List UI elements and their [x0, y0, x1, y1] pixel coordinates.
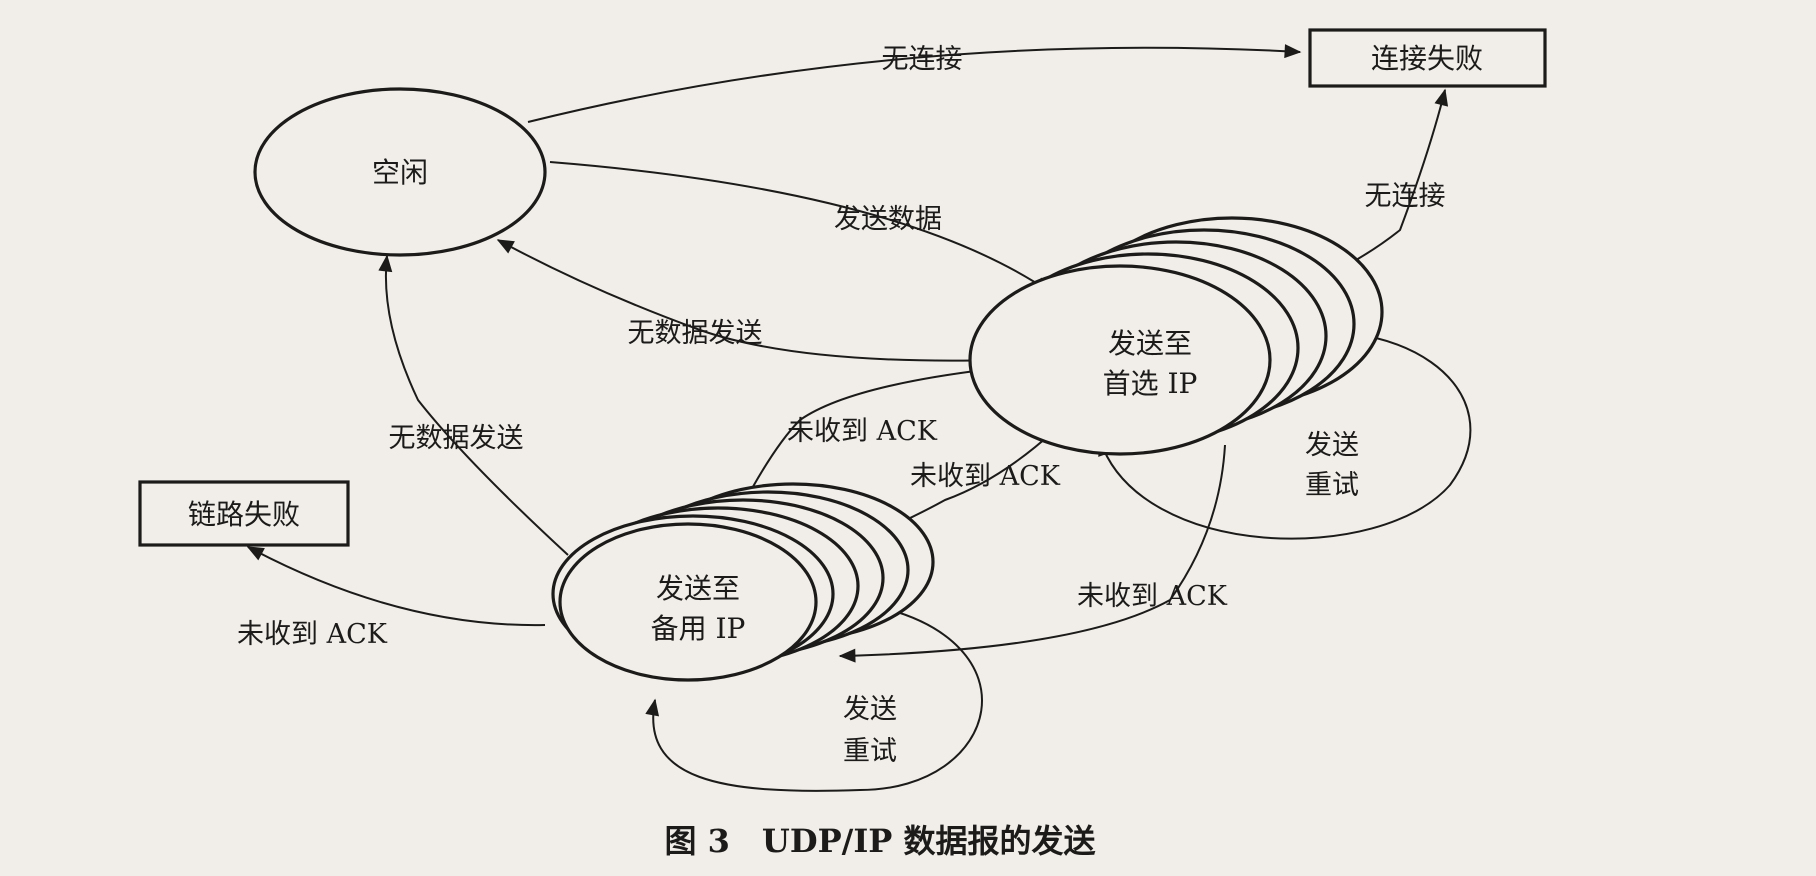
backup-retry-loop: [645, 604, 983, 792]
figure-caption: 图 3 UDP/IP 数据报的发送: [665, 822, 1096, 860]
label-backup-retry-line1: 发送: [843, 694, 897, 725]
node-primary-label-line1: 发送至: [1108, 327, 1192, 360]
label-idle-to-primary: 发送数据: [834, 204, 942, 235]
node-backup-label-line1: 发送至: [656, 572, 740, 605]
label-primary-loop-to-backup: 未收到 ACK: [1077, 581, 1228, 612]
label-backup-to-idle: 无数据发送: [389, 423, 524, 454]
node-link-fail: 链路失败: [138, 480, 350, 547]
label-backup-to-primary: 未收到 ACK: [787, 416, 938, 447]
node-idle: 空闲: [253, 87, 547, 257]
node-conn-fail: 连接失败: [1308, 28, 1547, 88]
edge-primary-to-idle: [496, 239, 1001, 362]
label-primary-retry-line2: 重试: [1305, 470, 1359, 501]
node-conn-fail-label: 连接失败: [1371, 42, 1483, 75]
edge-backup-to-primary: [729, 362, 1002, 531]
edge-backup-to-linkfail: [246, 546, 546, 627]
label-primary-to-connfail: 无连接: [1365, 181, 1446, 212]
node-backup: 发送至 备用 IP: [551, 482, 935, 682]
label-backup-to-linkfail: 未收到 ACK: [237, 619, 388, 650]
label-primary-to-backup: 未收到 ACK: [910, 461, 1061, 492]
label-backup-retry-line2: 重试: [843, 736, 897, 767]
edge-idle-to-connfail: [527, 44, 1302, 123]
node-backup-label-line2: 备用 IP: [651, 612, 746, 645]
node-primary-label-line2: 首选 IP: [1103, 367, 1198, 400]
edge-backup-to-idle: [378, 254, 569, 556]
edge-primary-loop-to-backup: [838, 444, 1226, 663]
node-primary: 发送至 首选 IP: [968, 216, 1384, 456]
edge-idle-to-primary: [549, 161, 1052, 293]
label-primary-retry-line1: 发送: [1305, 430, 1359, 461]
label-primary-to-idle: 无数据发送: [628, 318, 763, 349]
node-idle-label: 空闲: [372, 156, 428, 189]
node-link-fail-label: 链路失败: [188, 498, 300, 531]
label-idle-to-connfail: 无连接: [882, 44, 963, 75]
